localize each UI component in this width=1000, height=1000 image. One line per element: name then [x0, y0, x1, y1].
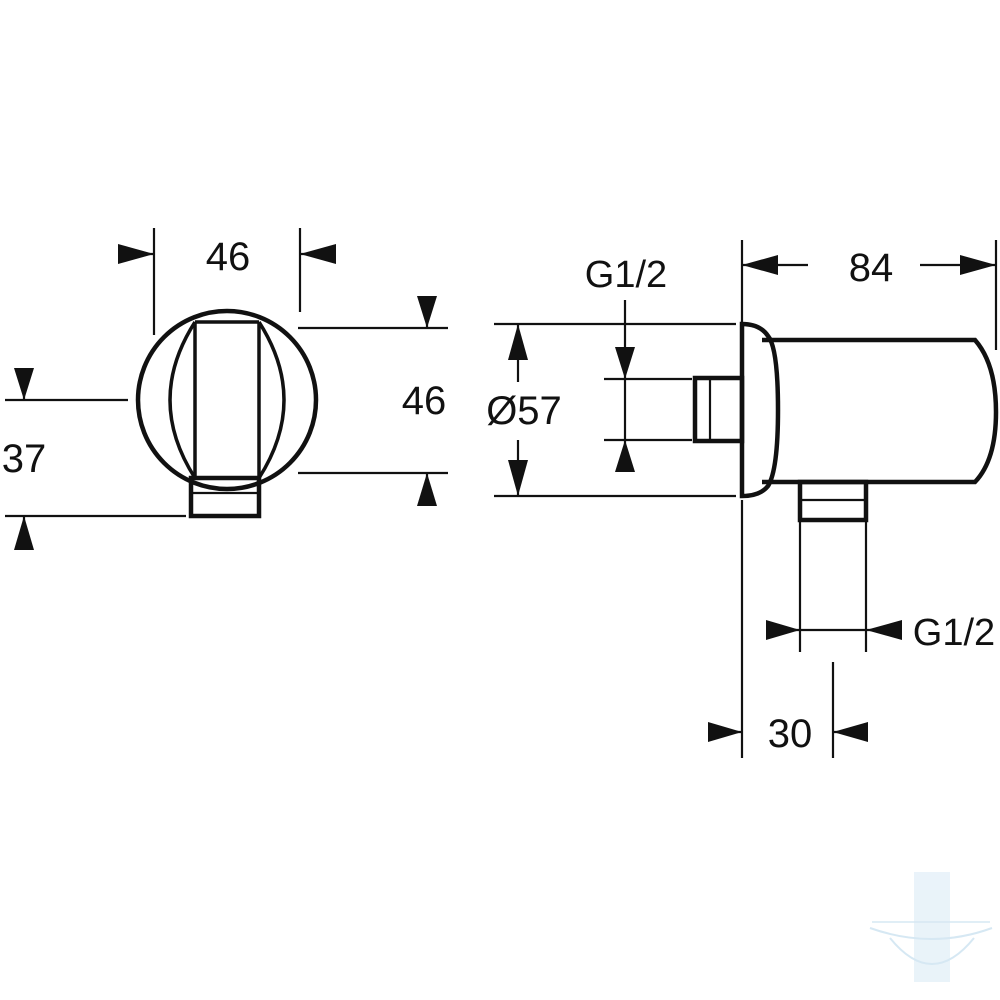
front-height-label: 46	[402, 379, 447, 423]
watermark-arc	[889, 937, 975, 965]
dimension-arrow	[417, 296, 437, 328]
watermark-bar	[914, 872, 950, 982]
front-view	[135, 308, 319, 519]
side-outlet-thread-dimension: G1/2	[766, 522, 995, 654]
front-offset-label: 37	[2, 437, 47, 481]
side-body	[762, 337, 999, 485]
dimension-arrow	[508, 460, 528, 496]
dimension-arrow	[742, 255, 778, 275]
front-width-dimension: 46	[118, 228, 336, 335]
front-outlet-nipple	[188, 475, 262, 519]
side-length-dimension: 84	[740, 240, 998, 350]
dimension-arrow	[300, 244, 336, 264]
front-body-outer-circle	[135, 308, 319, 492]
dimension-arrow	[615, 347, 635, 379]
dimension-arrow	[866, 620, 902, 640]
side-inlet-thread	[692, 375, 745, 444]
watermark-logo	[869, 872, 993, 982]
dimension-arrow	[14, 516, 34, 550]
side-diameter-label: Ø57	[486, 389, 562, 433]
dimension-arrow	[766, 620, 800, 640]
side-offset-dimension: 30	[708, 500, 868, 758]
dimension-arrow	[615, 440, 635, 472]
front-body-inner-arc-left	[168, 321, 197, 479]
front-body-inner-arc-right	[257, 321, 286, 479]
dimension-arrow	[14, 368, 34, 400]
dimension-arrow	[508, 324, 528, 360]
front-width-label: 46	[206, 235, 251, 279]
side-inlet-thread-dimension: G1/2	[585, 254, 692, 472]
side-outlet-thread-label: G1/2	[913, 612, 995, 654]
dimension-arrow	[708, 722, 742, 742]
side-diameter-dimension: Ø57	[486, 322, 736, 498]
watermark-arc	[869, 927, 993, 940]
side-offset-label: 30	[768, 712, 813, 756]
side-length-label: 84	[849, 246, 894, 290]
dimension-arrow	[118, 244, 154, 264]
front-offset-dimension: 37	[2, 368, 186, 550]
dimension-arrow	[833, 722, 868, 742]
dimension-arrow	[417, 473, 437, 506]
dimension-arrow	[960, 255, 996, 275]
side-inlet-thread-label: G1/2	[585, 254, 667, 296]
front-height-dimension: 46	[298, 296, 448, 506]
side-wall-flange	[739, 321, 781, 499]
side-view	[692, 321, 999, 523]
